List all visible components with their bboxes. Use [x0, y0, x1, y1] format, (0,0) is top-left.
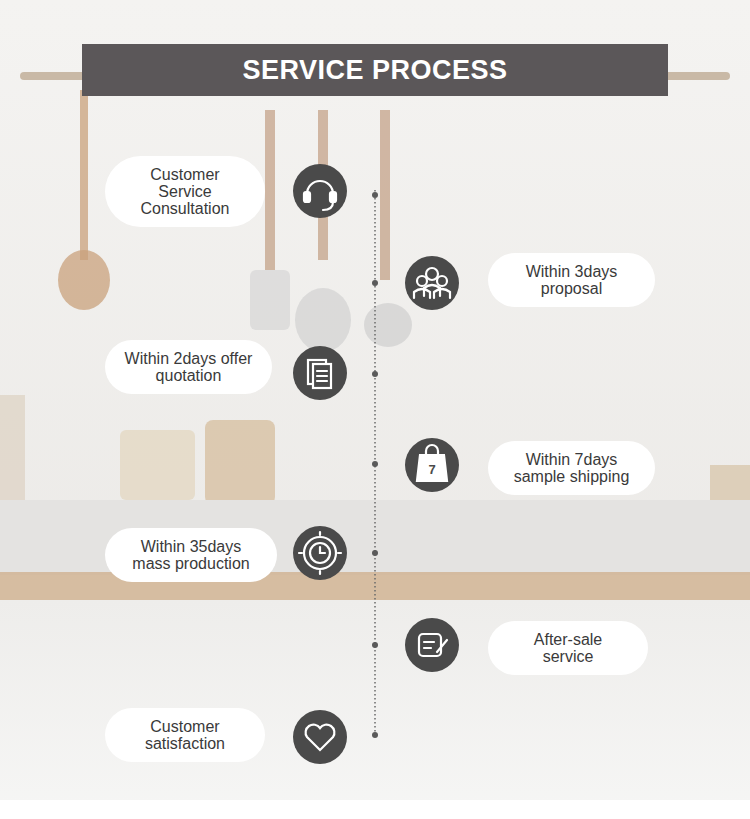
timeline-dots	[372, 192, 378, 738]
step-text: Within 3days proposal	[504, 263, 639, 297]
step-text: Customer satisfaction	[125, 718, 245, 752]
icon-number: 7	[428, 462, 435, 477]
step-text: Within 2days offer quotation	[121, 350, 256, 384]
step-pill: Within 2days offer quotation	[105, 340, 272, 394]
step-pill: Within 3days proposal	[488, 253, 655, 307]
step-pill: Customer Service Consultation	[105, 156, 265, 227]
step-text: Customer Service Consultation	[128, 166, 243, 217]
step-pill: After-sale service	[488, 621, 648, 675]
title-text: SERVICE PROCESS	[242, 55, 507, 86]
step-pill: Customer satisfaction	[105, 708, 265, 762]
step-text: Within 35days mass production	[121, 538, 261, 572]
step-text: Within 7days sample shipping	[504, 451, 639, 485]
step-text: After-sale service	[513, 631, 623, 665]
step-pill: Within 35days mass production	[105, 528, 277, 582]
title-band: SERVICE PROCESS	[82, 44, 668, 96]
step-pill: Within 7days sample shipping	[488, 441, 655, 495]
